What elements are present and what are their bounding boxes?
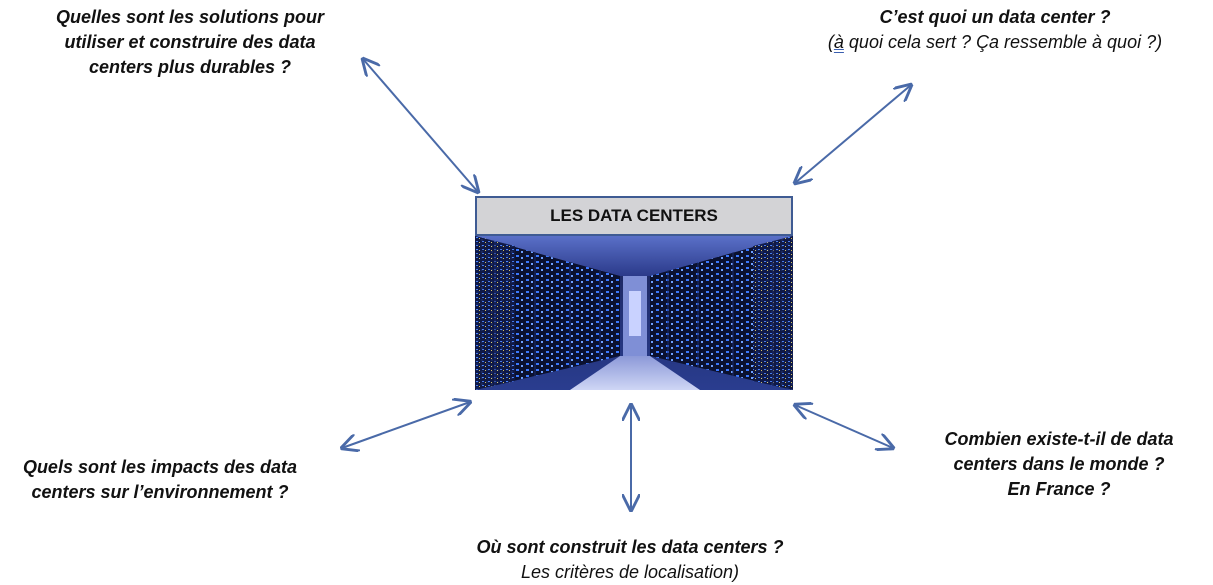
question-what-is-data-center: C’est quoi un data center ? (à quoi cela…	[780, 5, 1210, 55]
question-sustainable-solutions: Quelles sont les solutions pour utiliser…	[20, 5, 360, 80]
question-title: C’est quoi un data center ?	[879, 7, 1111, 27]
question-environmental-impacts: Quels sont les impacts des data centers …	[0, 455, 320, 505]
question-line: utiliser et construire des data	[64, 32, 316, 52]
question-line: centers dans le monde ?	[953, 454, 1165, 474]
central-topic-box: LES DATA CENTERS	[475, 196, 793, 390]
question-title: Où sont construit les data centers ?	[476, 537, 784, 557]
question-line: Combien existe-t-il de data	[944, 429, 1174, 449]
double-arrow-bottom-left	[342, 402, 470, 448]
question-subtitle: (à quoi cela sert ? Ça ressemble à quoi …	[780, 30, 1210, 55]
sub-rest: quoi cela sert ? Ça ressemble à quoi ?)	[843, 32, 1163, 52]
question-line: Quelles sont les solutions pour	[55, 7, 325, 27]
question-line: En France ?	[1007, 479, 1111, 499]
question-subtitle: Les critères de localisation)	[520, 562, 740, 582]
double-arrow-bottom-right	[795, 405, 893, 448]
double-arrow-top-left	[363, 59, 478, 192]
sub-prefix: (	[827, 32, 834, 52]
question-line: Quels sont les impacts des data	[22, 457, 298, 477]
underlined-word: à	[833, 32, 844, 52]
question-line: centers sur l’environnement ?	[31, 482, 289, 502]
central-topic-title: LES DATA CENTERS	[475, 196, 793, 236]
question-how-many-data-centers: Combien existe-t-il de data centers dans…	[905, 427, 1213, 502]
data-center-corridor-image	[475, 236, 793, 390]
question-where-built: Où sont construit les data centers ? Les…	[440, 535, 820, 585]
double-arrow-top-right	[795, 85, 911, 183]
question-line: centers plus durables ?	[88, 57, 292, 77]
